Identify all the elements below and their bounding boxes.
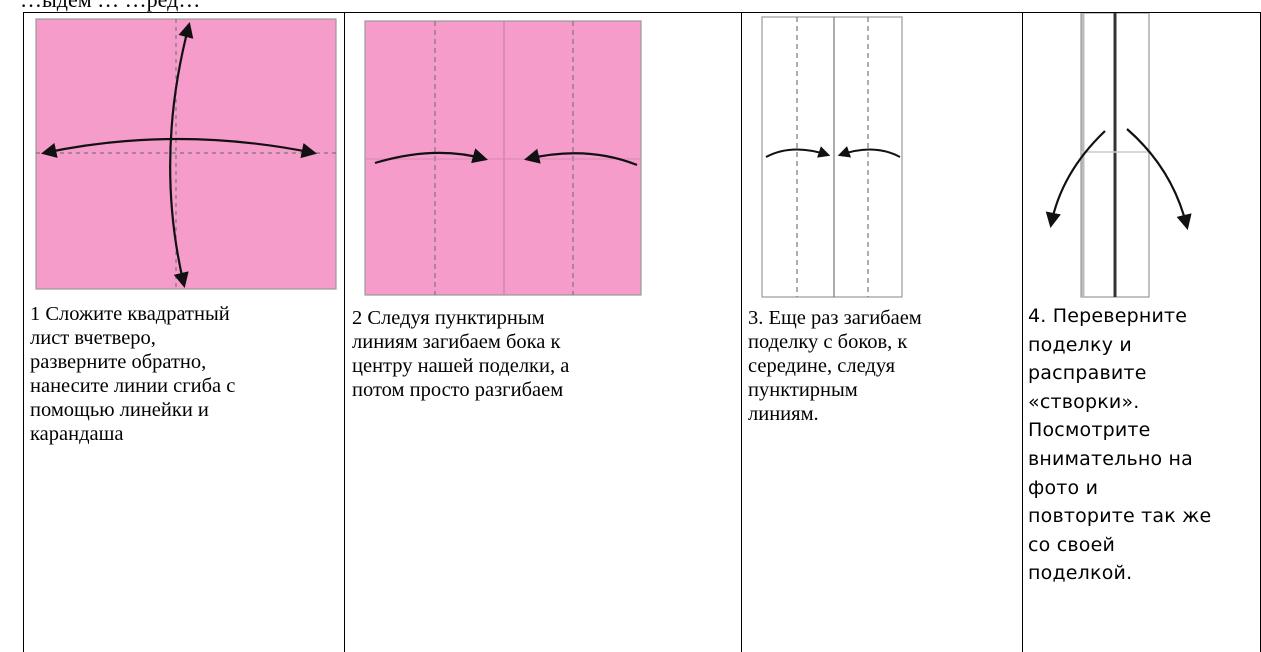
step-3-diagram [761, 16, 903, 298]
step-4-cell: 4. Переверните поделку и расправите «ств… [1023, 13, 1260, 652]
step-1-caption: 1 Сложите квадратный лист вчетверо, разв… [30, 303, 236, 445]
column-divider-1 [344, 12, 345, 652]
table-left-border [23, 12, 24, 652]
step-3-caption: 3. Еще раз загибаем поделку с боков, к с… [748, 307, 922, 425]
right-fold-arrow [524, 148, 638, 167]
column-divider-2 [741, 12, 742, 652]
left-fold-arrow [765, 146, 831, 158]
table-top-border [23, 12, 1261, 13]
pink-square-paper [364, 20, 642, 296]
folded-strip [761, 16, 903, 298]
step-3-cell: 3. Еще раз загибаем поделку с боков, к с… [742, 13, 1022, 652]
step-4-caption: 4. Переверните поделку и расправите «ств… [1028, 305, 1212, 585]
step-2-diagram [364, 20, 642, 296]
step-1-cell: 1 Сложите квадратный лист вчетверо, разв… [24, 13, 344, 652]
step-1-diagram [35, 18, 337, 290]
vertical-fold-arrow [169, 22, 194, 288]
step-2-caption: 2 Следуя пунктирным линиям загибаем бока… [352, 307, 570, 401]
right-open-arrow [1126, 128, 1192, 230]
cut-off-heading: …ыдем … …ред… [20, 0, 200, 13]
right-fold-arrow [837, 146, 901, 158]
step-2-cell: 2 Следуя пунктирным линиям загибаем бока… [345, 13, 741, 652]
left-fold-arrow [374, 148, 488, 165]
left-open-arrow [1045, 130, 1106, 229]
column-divider-3 [1022, 12, 1023, 652]
pink-square-paper [35, 18, 337, 290]
step-4-diagram [1045, 13, 1192, 298]
